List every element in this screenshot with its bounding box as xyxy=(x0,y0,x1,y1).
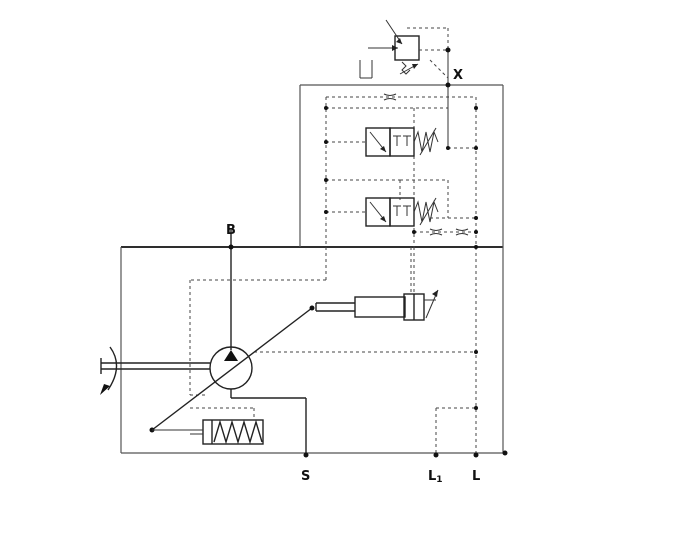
return-spring-icon xyxy=(152,419,264,445)
port-l-dot xyxy=(473,452,479,458)
orifice-bottom-left xyxy=(429,228,443,236)
corner-dot xyxy=(502,450,508,456)
port-l1-dot xyxy=(433,452,439,458)
junction-dots xyxy=(324,106,478,410)
control-housing xyxy=(299,84,504,247)
swash-plate-link xyxy=(151,307,313,431)
port-label-s: S xyxy=(301,469,310,484)
port-label-l: L xyxy=(472,469,480,484)
port-s-dot xyxy=(303,452,309,458)
control-cylinder-icon xyxy=(315,289,439,321)
orifice-bottom-right xyxy=(455,228,469,236)
drive-shaft xyxy=(100,358,210,374)
port-label-l1: L1 xyxy=(428,469,443,485)
proportional-valve-lower xyxy=(365,197,439,227)
orifice-top xyxy=(383,93,397,101)
relief-dot xyxy=(445,47,451,53)
proportional-valve-upper xyxy=(365,127,439,157)
pump-housing xyxy=(120,246,505,454)
pilot-network xyxy=(189,96,477,455)
rotation-arrow-icon xyxy=(100,346,118,395)
port-label-b: B xyxy=(226,223,236,238)
port-label-x: X xyxy=(453,68,463,83)
variable-displacement-pump-icon[interactable] xyxy=(209,230,307,455)
adjustable-relief-valve-icon xyxy=(359,19,449,148)
port-b-dot xyxy=(228,244,234,250)
link-joint-upper xyxy=(309,305,315,311)
port-x-dot xyxy=(445,82,451,88)
